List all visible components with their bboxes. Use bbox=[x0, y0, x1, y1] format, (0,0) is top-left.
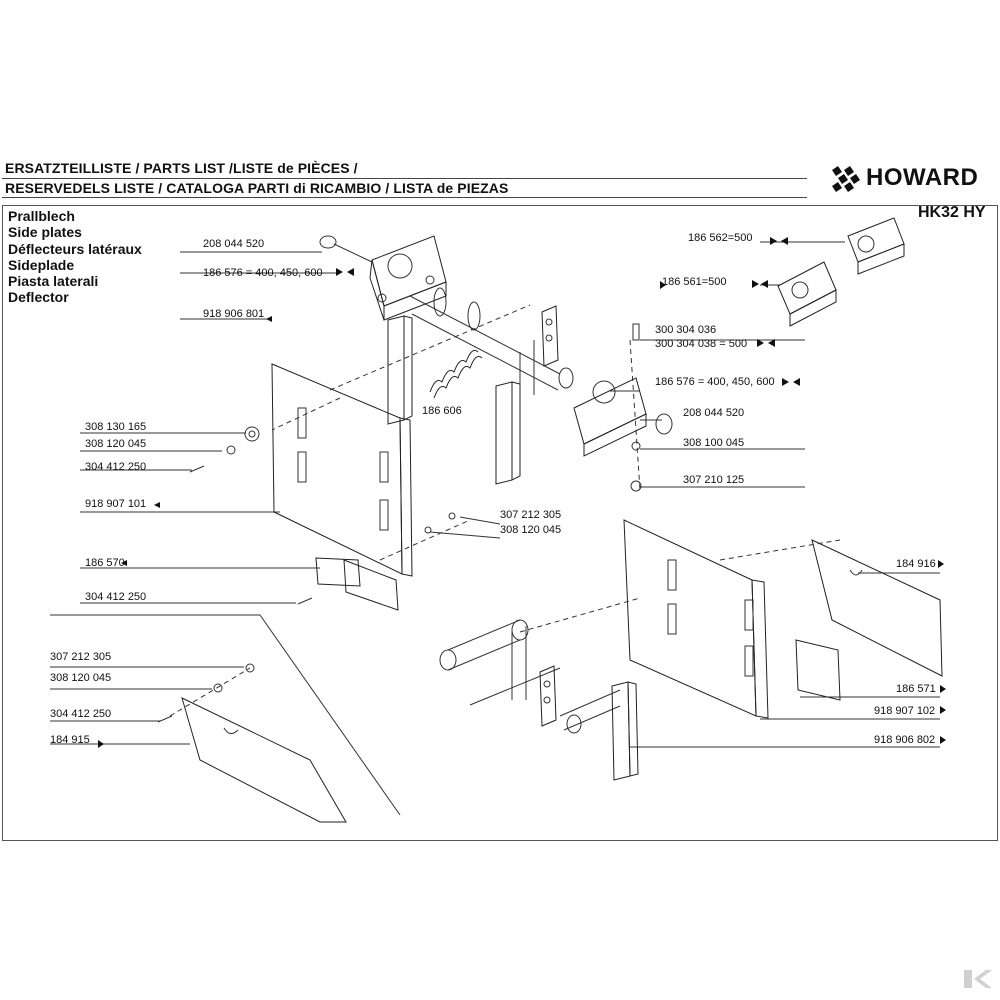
title-block: Prallblech Side plates Déflecteurs latér… bbox=[8, 208, 142, 306]
part-label-300304036: 300 304 036 bbox=[655, 324, 717, 336]
part-label-186576-right: 186 576 = 400, 450, 600 bbox=[655, 376, 775, 388]
diagram-frame bbox=[2, 205, 998, 841]
part-label-308120045-left: 308 120 045 bbox=[85, 438, 147, 450]
title-fr: Déflecteurs latéraux bbox=[8, 240, 142, 257]
howard-logo: HOWARD bbox=[830, 162, 996, 196]
part-label-307212305-low: 307 212 305 bbox=[50, 651, 112, 663]
part-label-308120045-mid: 308 120 045 bbox=[500, 524, 562, 536]
part-label-186576-left: 186 576 = 400, 450, 600 bbox=[203, 267, 323, 279]
model-number: HK32 HY bbox=[918, 204, 986, 221]
part-label-308130165: 308 130 165 bbox=[85, 421, 147, 433]
part-label-308120045-low: 308 120 045 bbox=[50, 672, 112, 684]
part-label-918907101: 918 907 101 bbox=[85, 498, 147, 510]
header-line-2: RESERVEDELS LISTE / CATALOGA PARTI di RI… bbox=[5, 180, 509, 196]
part-label-304412250-left: 304 412 250 bbox=[85, 461, 147, 473]
header-line-1: ERSATZTEILLISTE / PARTS LIST /LISTE de P… bbox=[5, 160, 358, 176]
header-underline-2 bbox=[2, 197, 807, 198]
part-label-186606: 186 606 bbox=[422, 405, 462, 417]
part-label-307212305-mid: 307 212 305 bbox=[500, 509, 562, 521]
part-label-308100045: 308 100 045 bbox=[683, 437, 745, 449]
part-label-918906801: 918 906 801 bbox=[203, 308, 265, 320]
part-label-186570: 186 570 bbox=[85, 557, 125, 569]
title-es: Deflector bbox=[8, 289, 69, 306]
part-label-186561: 186 561=500 bbox=[662, 276, 727, 288]
part-label-304412250-mid: 304 412 250 bbox=[85, 591, 147, 603]
part-label-208044520-top: 208 044 520 bbox=[203, 238, 265, 250]
part-label-307210125: 307 210 125 bbox=[683, 474, 745, 486]
title-it: Piasta laterali bbox=[8, 273, 99, 290]
part-label-184915: 184 915 bbox=[50, 734, 90, 746]
part-label-918906802: 918 906 802 bbox=[874, 734, 936, 746]
brand-name: HOWARD bbox=[866, 164, 979, 191]
title-da: Sideplade bbox=[8, 256, 75, 273]
watermark-k-icon bbox=[964, 970, 992, 988]
part-label-300304038: 300 304 038 = 500 bbox=[655, 338, 748, 350]
part-label-208044520-right: 208 044 520 bbox=[683, 407, 745, 419]
part-label-186571: 186 571 bbox=[896, 683, 936, 695]
header-underline-1 bbox=[2, 178, 807, 179]
title-en: Side plates bbox=[8, 224, 82, 241]
part-label-918907102: 918 907 102 bbox=[874, 705, 936, 717]
part-label-304412250-low: 304 412 250 bbox=[50, 708, 112, 720]
part-label-184916: 184 916 bbox=[896, 558, 936, 570]
title-de: Prallblech bbox=[8, 208, 75, 224]
howard-logo-icon bbox=[832, 166, 860, 192]
part-label-186562: 186 562=500 bbox=[688, 232, 753, 244]
